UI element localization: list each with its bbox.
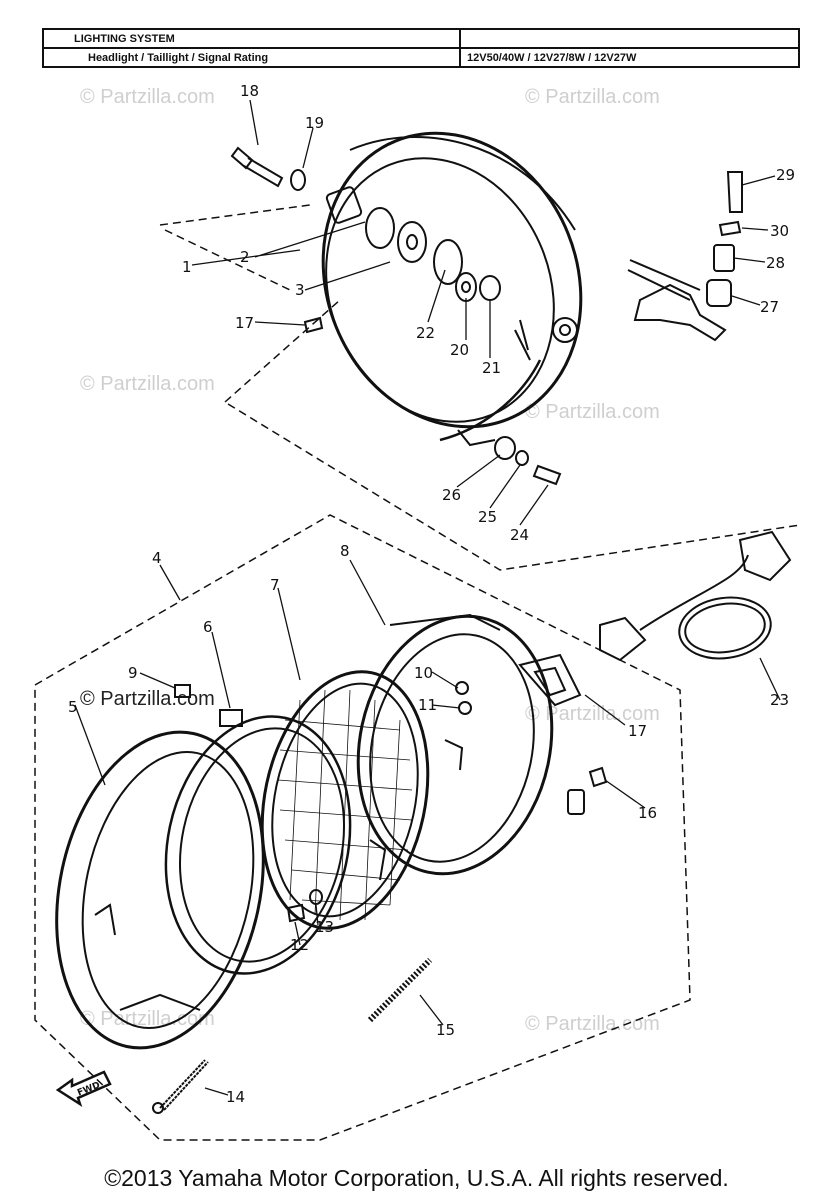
callout-22: 22: [416, 324, 435, 342]
lighting-spec-table: LIGHTING SYSTEM Headlight / Taillight / …: [42, 28, 800, 68]
bolt-18: [230, 146, 306, 191]
callout-9: 9: [128, 664, 138, 682]
spec-row-value: 12V50/40W / 12V27/8W / 12V27W: [459, 47, 800, 68]
callout-30: 30: [770, 222, 789, 240]
callout-7: 7: [270, 576, 280, 594]
callout-labels: 1 2 3 4 5 6 7 8 9 10 11 12 13 14 15 16 1…: [68, 82, 795, 1106]
watermark-3: © Partzilla.com: [80, 373, 215, 395]
rim-5: [55, 730, 265, 1050]
watermark-7: © Partzilla.com: [525, 1013, 660, 1035]
spec-rating-row: Headlight / Taillight / Signal Rating 12…: [42, 47, 800, 68]
dashed-guide-lower: [34, 514, 691, 1141]
headlight-housing: [321, 131, 583, 447]
screw-12: [286, 903, 306, 923]
watermark-6: © Partzilla.com: [525, 703, 660, 725]
fwd-arrow: [55, 1070, 112, 1107]
spec-title-empty-cell: [459, 28, 800, 49]
spring-15: [367, 957, 433, 1023]
screw-17-upper: [303, 316, 324, 334]
callout-21: 21: [482, 359, 501, 377]
callout-28: 28: [766, 254, 785, 272]
copyright-notice: ©2013 Yamaha Motor Corporation, U.S.A. A…: [104, 1165, 729, 1191]
callout-17-lower: 17: [628, 722, 647, 740]
headlight-case-8: [356, 613, 585, 876]
callout-27: 27: [760, 298, 779, 316]
spec-row-label: Headlight / Taillight / Signal Rating: [42, 47, 461, 68]
washer-13: [309, 889, 323, 905]
callout-3: 3: [295, 281, 305, 299]
mount-bracket: [627, 171, 743, 342]
spec-header-row: LIGHTING SYSTEM: [42, 28, 800, 49]
spec-title: LIGHTING SYSTEM: [42, 28, 461, 49]
callout-12: 12: [290, 936, 309, 954]
callout-26: 26: [442, 486, 461, 504]
callout-6: 6: [203, 618, 213, 636]
callout-2: 2: [240, 248, 250, 266]
leader-lines: [74, 99, 781, 1096]
ring-6: [164, 709, 387, 975]
wire-harness-23: [599, 530, 792, 662]
callout-24: 24: [510, 526, 529, 544]
callout-10: 10: [414, 664, 433, 682]
callout-23: 23: [770, 691, 789, 709]
watermark-4: © Partzilla.com: [525, 401, 660, 423]
callout-19: 19: [305, 114, 324, 132]
screw-16: [588, 766, 608, 788]
drawing: [34, 99, 801, 1141]
callout-20: 20: [450, 341, 469, 359]
callout-17-upper: 17: [235, 314, 254, 332]
watermark-2: © Partzilla.com: [525, 86, 660, 108]
callout-5: 5: [68, 698, 78, 716]
callout-11: 11: [418, 696, 437, 714]
callout-8: 8: [340, 542, 350, 560]
callout-15: 15: [436, 1021, 455, 1039]
watermark-5: © Partzilla.com: [80, 688, 215, 710]
adjuster-stack: [365, 207, 501, 302]
callout-1: 1: [182, 258, 192, 276]
callout-16: 16: [638, 804, 657, 822]
screw-14: [159, 1059, 209, 1111]
fasteners-24-26: [494, 436, 562, 486]
callout-13: 13: [315, 918, 334, 936]
callout-14: 14: [226, 1088, 245, 1106]
screw-9: [174, 684, 191, 698]
watermarks: © Partzilla.com © Partzilla.com © Partzi…: [80, 86, 660, 1035]
callout-18: 18: [240, 82, 259, 100]
watermark-1: © Partzilla.com: [80, 86, 215, 108]
grommet-17-lower: [518, 653, 582, 707]
callout-29: 29: [776, 166, 795, 184]
sealed-beam-7: [260, 670, 430, 930]
callout-25: 25: [478, 508, 497, 526]
callout-4: 4: [152, 549, 162, 567]
